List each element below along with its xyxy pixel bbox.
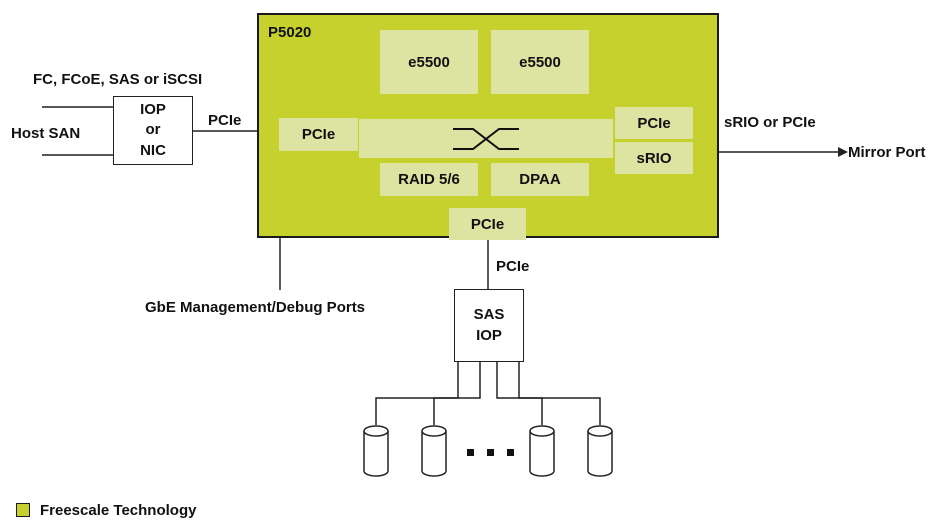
sas-line-1: SAS <box>473 306 505 324</box>
srio-or-pcie-label: sRIO or PCIe <box>724 114 816 131</box>
iop-line-2: or <box>145 121 161 139</box>
p5020-chip: P5020 e5500 e5500 PCIe PCIe sRIO RAID 5/… <box>257 13 719 240</box>
disk-drive-icon <box>587 425 613 477</box>
crossbar-switch-icon <box>453 127 519 150</box>
mirror-port-label: Mirror Port <box>848 144 926 161</box>
core-block-2: e5500 <box>491 30 589 94</box>
pcie-right-block: PCIe <box>615 107 693 139</box>
pcie-left-block: PCIe <box>279 118 358 151</box>
mgmt-ports-label: GbE Management/Debug Ports <box>145 299 366 316</box>
srio-block: sRIO <box>615 142 693 174</box>
arrow-right-icon <box>838 147 848 157</box>
legend-label: Freescale Technology <box>40 502 197 519</box>
sas-line-2: IOP <box>476 326 502 344</box>
bottom-pcie-link-label: PCIe <box>496 258 530 275</box>
pcie-bottom-block: PCIe <box>449 208 526 240</box>
disk-drive-icon <box>363 425 389 477</box>
disk-drive-icon <box>421 425 447 477</box>
legend-swatch <box>16 503 30 517</box>
ellipsis-icon <box>467 449 514 456</box>
crossbar-block <box>359 119 613 158</box>
disk-connectors <box>375 362 601 425</box>
core-block-1: e5500 <box>380 30 478 94</box>
host-san-label: Host SAN <box>11 125 81 142</box>
raid-block: RAID 5/6 <box>380 163 478 196</box>
iop-line-3: NIC <box>140 141 166 159</box>
protocols-label: FC, FCoE, SAS or iSCSI <box>33 71 203 88</box>
dpaa-block: DPAA <box>491 163 589 196</box>
left-pcie-link-label: PCIe <box>208 112 242 129</box>
sas-iop-box: SAS IOP <box>454 289 524 362</box>
chip-title: P5020 <box>268 24 312 41</box>
iop-nic-box: IOP or NIC <box>113 96 193 165</box>
disk-drive-icon <box>529 425 555 477</box>
iop-line-1: IOP <box>140 101 166 119</box>
